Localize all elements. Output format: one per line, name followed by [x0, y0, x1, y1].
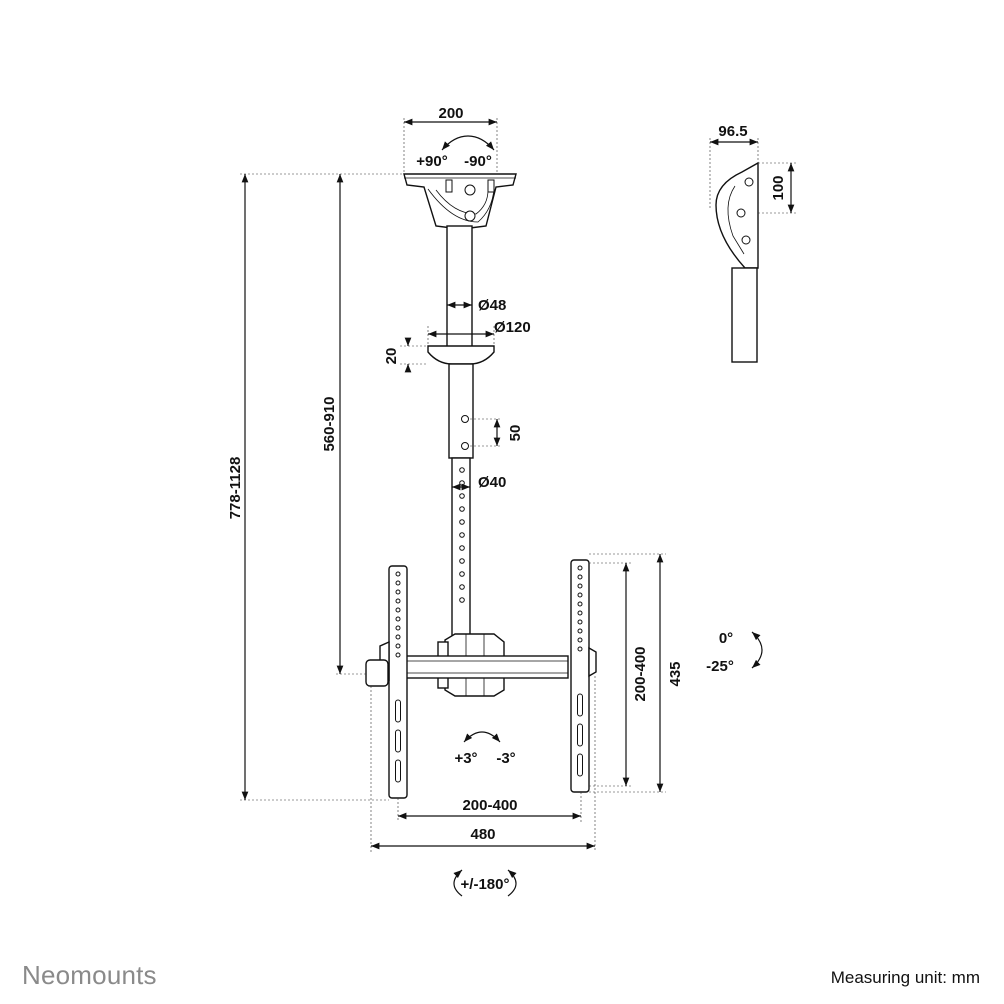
dim-cover-height: 20 [383, 348, 400, 365]
mount-slot [395, 699, 401, 723]
mount-hole [577, 646, 583, 652]
dim-rot-plus: +90° [416, 153, 447, 170]
mount-hole [459, 519, 465, 525]
mount-slot [395, 759, 401, 783]
dim-vesa-horizontal: 200-400 [462, 797, 517, 814]
mount-hole [577, 628, 583, 634]
mount-slot [577, 753, 583, 777]
mount-hole [577, 610, 583, 616]
dim-total-width: 480 [470, 826, 495, 843]
dim-adjust-height: 560-910 [321, 396, 338, 451]
middle-tube [448, 363, 474, 459]
mount-hole [459, 493, 465, 499]
ceiling-plate [403, 173, 517, 229]
dim-hole-spacing: 50 [507, 425, 524, 442]
ceiling-cover [427, 345, 495, 365]
mount-hole [577, 637, 583, 643]
mount-hole [459, 532, 465, 538]
mount-hole [459, 571, 465, 577]
mount-slot [395, 729, 401, 753]
mount-hole [395, 589, 401, 595]
mount-hole [577, 583, 583, 589]
right-bracket [570, 559, 597, 793]
mount-hole [459, 558, 465, 564]
mount-hole [395, 571, 401, 577]
dim-vesa-vertical: 200-400 [632, 646, 649, 701]
mount-hole [459, 584, 465, 590]
mount-hole [395, 652, 401, 658]
upper-tube [446, 225, 473, 348]
mount-hole [459, 545, 465, 551]
dim-level-minus: -3° [496, 750, 515, 767]
mount-slot [577, 723, 583, 747]
mount-hole [459, 506, 465, 512]
measuring-unit-label: Measuring unit: mm [830, 968, 980, 987]
mount-hole [395, 607, 401, 613]
dim-tilt-bottom: -25° [706, 658, 734, 675]
mount-hole [577, 601, 583, 607]
dim-cover-dia: Ø120 [494, 319, 531, 336]
mount-hole [395, 634, 401, 640]
mount-hole [395, 598, 401, 604]
mount-slot [577, 693, 583, 717]
brand-logo: Neomounts [22, 960, 157, 990]
mount-hole [577, 619, 583, 625]
side-view [715, 161, 759, 363]
dim-total-height: 778-1128 [227, 457, 244, 520]
dim-tilt-top: 0° [719, 630, 733, 647]
dim-side-hole: 100 [770, 175, 787, 200]
mount-hole [395, 580, 401, 586]
dim-bracket-height: 435 [667, 661, 684, 686]
dim-tube-lower-dia: Ø40 [478, 474, 506, 491]
left-bracket [365, 565, 408, 799]
mount-hole [577, 592, 583, 598]
dim-tube-upper-dia: Ø48 [478, 297, 506, 314]
mount-hole [577, 574, 583, 580]
dim-rot-minus: -90° [464, 153, 492, 170]
mount-hole [395, 625, 401, 631]
mount-hole [395, 616, 401, 622]
mount-hole [459, 467, 465, 473]
mount-hole [459, 480, 465, 486]
dim-swivel: +/-180° [461, 876, 510, 893]
dim-level-plus: +3° [454, 750, 477, 767]
dim-top-plate-width: 200 [438, 105, 463, 122]
mount-hole [459, 597, 465, 603]
horizontal-bar [399, 655, 569, 679]
dim-side-depth: 96.5 [718, 123, 747, 140]
mount-hole [577, 565, 583, 571]
lower-tube [451, 457, 471, 639]
mount-hole [395, 643, 401, 649]
